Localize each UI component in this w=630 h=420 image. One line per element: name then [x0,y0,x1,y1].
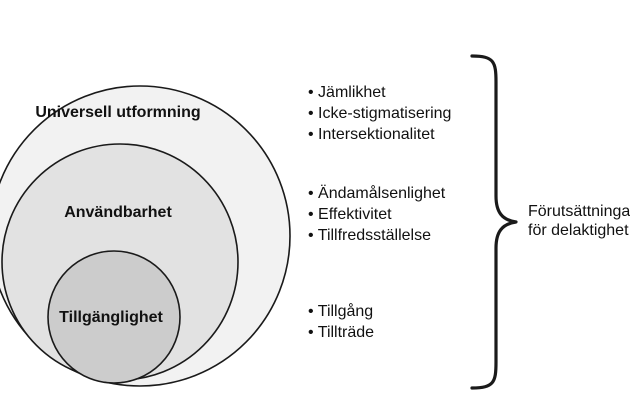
bullet-item: • Intersektionalitet [308,126,435,143]
bullet-item: • Ändamålsenlighet [308,184,446,202]
label-universell-utformning: Universell utformning [35,104,200,121]
bullet-item: • Icke-stigmatisering [308,105,451,122]
bullet-group-3: • Tillgång • Tillträde [308,302,374,341]
curly-brace-right [470,54,518,390]
bracket-label-line-2: för delaktighet [528,222,629,239]
bullet-group-2: • Ändamålsenlighet • Effektivitet • Till… [308,184,446,244]
bullet-group-1: • Jämlikhet • Icke-stigmatisering • Inte… [308,84,451,143]
bullet-item: • Tillgång [308,302,373,320]
bullet-item: • Jämlikhet [308,84,386,101]
bracket-label-line-1: Förutsättningar [528,203,630,220]
inner-circle-tillganglighet [47,250,181,384]
label-tillganglighet: Tillgänglighet [59,309,163,326]
bullet-item: • Tillfredsställelse [308,227,431,244]
bullet-item: • Tillträde [308,324,374,341]
label-anvandbarhet: Användbarhet [64,204,172,221]
bullet-item: • Effektivitet [308,206,392,223]
